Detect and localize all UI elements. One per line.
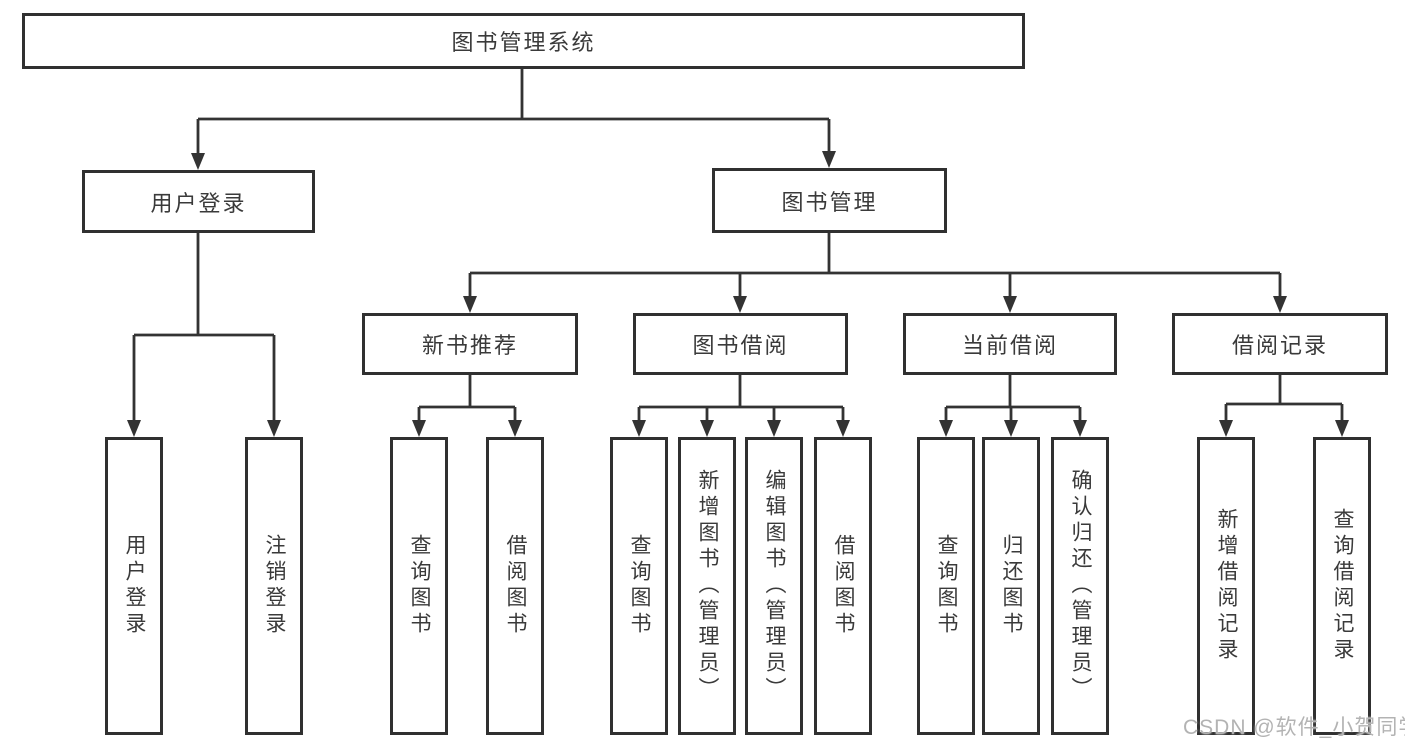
connector-shafts <box>132 69 1344 423</box>
connector-arrowheads <box>127 151 1349 437</box>
leaf-user-login: 用户登录 <box>105 437 163 735</box>
leaf-confirm-return-admin: 确认归还（管理员） <box>1051 437 1109 735</box>
leaf-add-borrow-record: 新增借阅记录 <box>1197 437 1255 735</box>
leaf-logout: 注销登录 <box>245 437 303 735</box>
leaf-borrow-books-recommend: 借阅图书 <box>486 437 544 735</box>
node-current-borrow: 当前借阅 <box>903 313 1117 375</box>
leaf-query-books-recommend: 查询图书 <box>390 437 448 735</box>
node-root: 图书管理系统 <box>22 13 1025 69</box>
leaf-return-book: 归还图书 <box>982 437 1040 735</box>
node-book-management: 图书管理 <box>712 168 947 233</box>
leaf-query-books-borrow: 查询图书 <box>610 437 668 735</box>
leaf-query-borrow-record: 查询借阅记录 <box>1313 437 1371 735</box>
node-borrow-records: 借阅记录 <box>1172 313 1388 375</box>
node-user-login: 用户登录 <box>82 170 315 233</box>
leaf-add-book-admin: 新增图书（管理员） <box>678 437 736 735</box>
csdn-watermark: CSDN @软件_小贺同学 <box>1183 716 1405 739</box>
leaf-edit-book-admin: 编辑图书（管理员） <box>745 437 803 735</box>
leaf-query-books-current: 查询图书 <box>917 437 975 735</box>
node-book-borrow: 图书借阅 <box>633 313 848 375</box>
node-new-book-recommend: 新书推荐 <box>362 313 578 375</box>
leaf-borrow-books: 借阅图书 <box>814 437 872 735</box>
